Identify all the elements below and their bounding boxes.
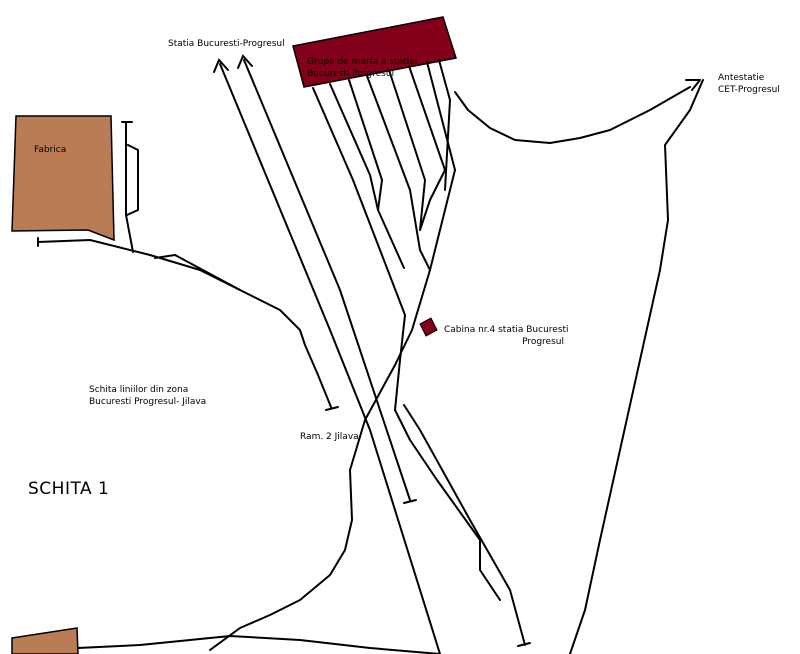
label-grupa-line1: Grupa de marfa a statiei bbox=[307, 57, 418, 67]
grupa-track-7 bbox=[426, 61, 456, 271]
grupa-building bbox=[292, 16, 457, 88]
page-title: SCHITA 1 bbox=[28, 479, 110, 499]
fabrica-building bbox=[11, 115, 115, 242]
label-antestatie-line1: Antestatie bbox=[718, 73, 765, 83]
buffer-stop-b bbox=[403, 499, 417, 504]
label-grupa: Grupa de marfa a statiei Bucuresti Progr… bbox=[307, 56, 417, 80]
grupa-track-1 bbox=[312, 87, 501, 601]
statia-arrows bbox=[213, 54, 253, 73]
fabrica-siding bbox=[125, 121, 134, 253]
label-antestatie-line2: CET-Progresul bbox=[718, 85, 780, 95]
track-antestatie bbox=[454, 86, 691, 144]
track-statia-b bbox=[243, 59, 411, 501]
buffer-stop-ram bbox=[517, 642, 531, 647]
label-fabrica: Fabrica bbox=[34, 145, 67, 155]
label-schita-line1: Schita liniilor din zona bbox=[89, 385, 189, 395]
fabrica-track-main bbox=[37, 239, 332, 408]
label-cabina-line2: Progresul bbox=[522, 337, 564, 347]
grupa-track-2 bbox=[329, 83, 405, 269]
track-cabina-south bbox=[209, 269, 431, 651]
bottom-track bbox=[77, 635, 441, 654]
antestatie-arrow bbox=[685, 79, 701, 91]
label-grupa-line2: Bucuresti Progresul bbox=[307, 69, 395, 79]
tracks bbox=[37, 59, 704, 654]
track-ram-branch bbox=[403, 404, 526, 646]
fabrica-siding-parallel bbox=[126, 144, 139, 216]
fabrica-track-stop-2 bbox=[325, 406, 339, 411]
bottom-left-building bbox=[11, 627, 79, 654]
grupa-track-5 bbox=[388, 69, 426, 231]
label-cabina: Cabina nr.4 statia Bucuresti Progresul bbox=[444, 324, 569, 348]
label-schita: Schita liniilor din zona Bucuresti Progr… bbox=[89, 384, 206, 408]
fabrica-track-branch bbox=[154, 254, 241, 291]
label-ram: Ram. 2 Jilava bbox=[300, 432, 359, 442]
grupa-track-6 bbox=[408, 65, 446, 231]
label-statia: Statia Bucuresti-Progresul bbox=[168, 39, 285, 49]
grupa-track-8 bbox=[438, 59, 451, 191]
grupa-track-4 bbox=[366, 75, 431, 271]
track-east-down bbox=[569, 79, 704, 654]
label-schita-line2: Bucuresti Progresul- Jilava bbox=[89, 397, 207, 407]
grupa-track-3 bbox=[348, 79, 383, 211]
cabina-building bbox=[419, 317, 438, 337]
label-antestatie: Antestatie CET-Progresul bbox=[718, 72, 780, 96]
track-statia-a bbox=[219, 63, 441, 654]
label-cabina-line1: Cabina nr.4 statia Bucuresti bbox=[444, 325, 569, 335]
